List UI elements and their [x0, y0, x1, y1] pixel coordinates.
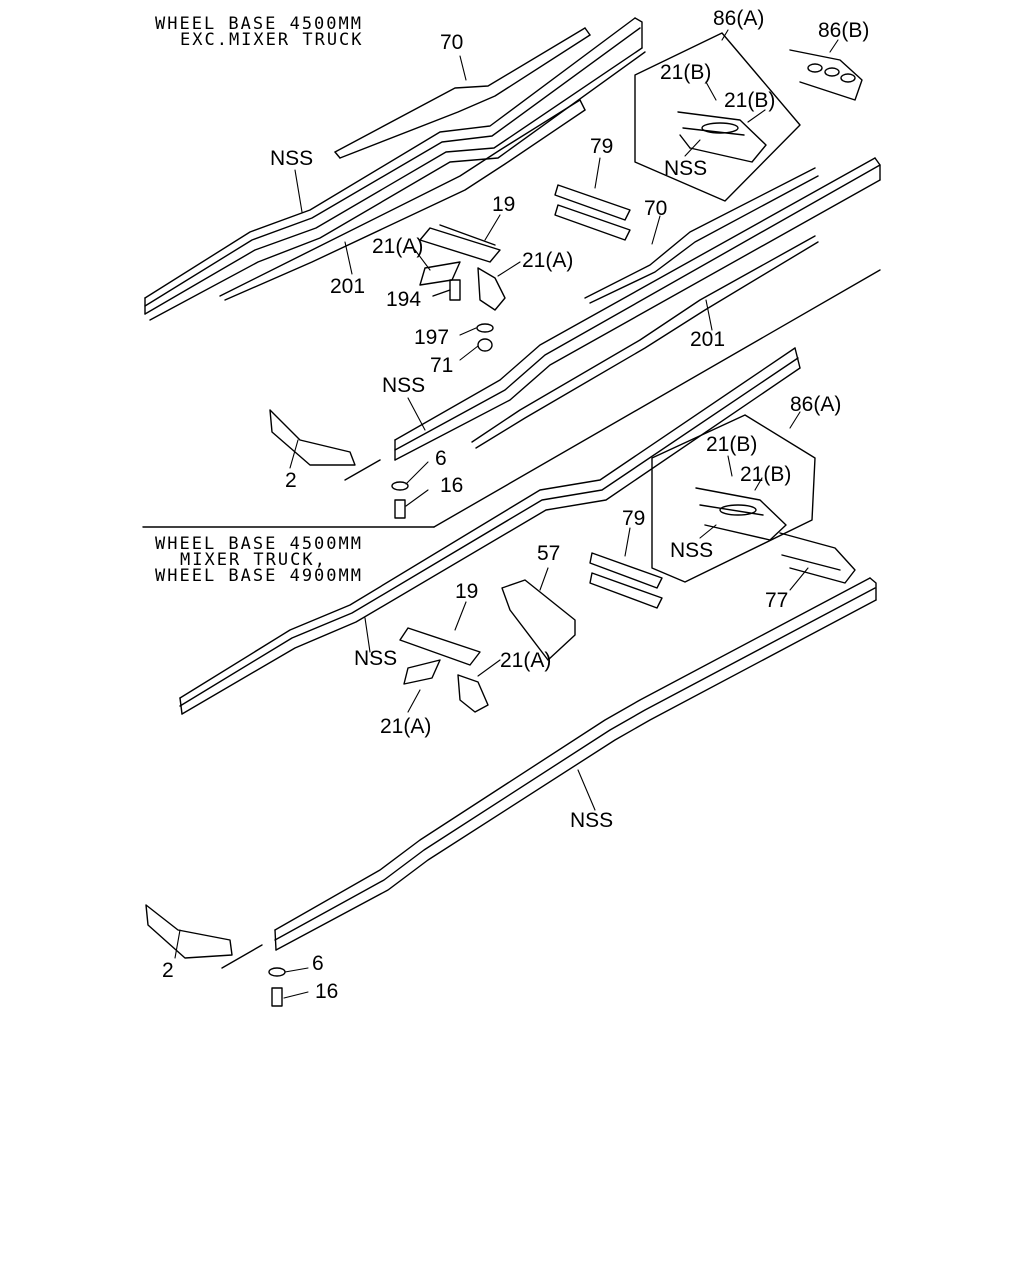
bracket-79-top: [554, 184, 631, 241]
callout-nss-bottom-right: NSS: [570, 809, 614, 832]
callout-16-bottom: 16: [315, 980, 339, 1003]
reinforcement-plate-70-mid: [584, 167, 819, 304]
bracket-21a-bottom-2: [457, 674, 489, 713]
inset-box-bottom: [651, 414, 816, 583]
callout-nss-inset-top: NSS: [664, 157, 708, 180]
washer-6-bottom: [268, 967, 286, 977]
callout-nss-top-left: NSS: [270, 147, 314, 170]
callout-86a-bottom: 86(A): [790, 393, 842, 416]
crossmember-19-top: [419, 224, 501, 263]
callout-79-top: 79: [590, 135, 614, 158]
callout-79-bottom: 79: [622, 507, 646, 530]
callout-86b-top: 86(B): [818, 19, 870, 42]
bolt-16-bottom: [271, 987, 283, 1007]
callout-16-top: 16: [440, 474, 464, 497]
inner-rail-201-top: [219, 99, 586, 301]
callout-197: 197: [414, 326, 450, 349]
washer-6-top: [391, 481, 409, 491]
bolt-16-top: [394, 499, 406, 519]
callout-21b-top-1: 21(B): [660, 61, 712, 84]
callout-21a-bottom-2: 21(A): [380, 715, 432, 738]
callout-21a-bottom-1: 21(A): [500, 649, 552, 672]
caption-bottom-line-2: MIXER TRUCK,: [180, 550, 327, 570]
caption-top-line-1: WHEEL BASE 4500MM: [155, 14, 363, 34]
callout-57: 57: [537, 542, 561, 565]
bracket-57: [501, 579, 576, 661]
callout-201-top: 201: [330, 275, 366, 298]
callout-201-mid: 201: [690, 328, 726, 351]
callout-nss-bottom-left: NSS: [354, 647, 398, 670]
caption-bottom-line-1: WHEEL BASE 4500MM: [155, 534, 363, 554]
callout-194: 194: [386, 288, 422, 311]
frame-rail-top-left: [144, 17, 646, 321]
bracket-21a-top-2: [477, 267, 506, 311]
callout-6-bottom: 6: [312, 952, 324, 975]
inset-box-top: [634, 32, 801, 202]
callout-21b-bottom-2: 21(B): [740, 463, 792, 486]
crossmember-2-bottom: [145, 904, 263, 969]
callout-21a-top-2: 21(A): [522, 249, 574, 272]
callout-2-bottom: 2: [162, 959, 174, 982]
crossmember-2-top: [269, 409, 381, 481]
crossmember-77: [779, 532, 856, 584]
callout-77: 77: [765, 589, 789, 612]
callout-nss-inset-bottom: NSS: [670, 539, 714, 562]
callout-70-top: 70: [440, 31, 464, 54]
callout-nss-top-right: NSS: [382, 374, 426, 397]
frame-rail-bottom-left: [179, 347, 801, 715]
caption-top-line-2: EXC.MIXER TRUCK: [180, 30, 364, 50]
callout-86a-top: 86(A): [713, 7, 765, 30]
bolt-194: [432, 279, 461, 301]
frame-rail-bottom-right: [274, 577, 877, 951]
crossmember-19-bottom: [399, 627, 481, 666]
frame-rail-top-right: [394, 157, 881, 461]
callout-71: 71: [430, 354, 454, 377]
callout-2-top: 2: [285, 469, 297, 492]
inner-rail-201-mid: [471, 235, 819, 449]
callout-21a-top-1: 21(A): [372, 235, 424, 258]
bracket-79-bottom: [589, 552, 663, 609]
callout-21b-bottom-1: 21(B): [706, 433, 758, 456]
crossmember-86b: [789, 49, 863, 101]
washer-197: [476, 323, 494, 333]
callout-6-top: 6: [435, 447, 447, 470]
caption-bottom-line-3: WHEEL BASE 4900MM: [155, 566, 363, 586]
crossmember-86a-bottom: [695, 487, 787, 541]
bracket-21a-bottom-1: [403, 659, 441, 685]
callout-21b-top-2: 21(B): [724, 89, 776, 112]
callout-19-top: 19: [492, 193, 516, 216]
reinforcement-plate-70-top: [334, 27, 591, 159]
section-separator: [142, 269, 881, 528]
nut-71: [477, 338, 493, 352]
crossmember-86a-top: [677, 111, 767, 163]
callout-19-bottom: 19: [455, 580, 479, 603]
leader-lines: [174, 29, 839, 999]
callout-70-mid: 70: [644, 197, 668, 220]
